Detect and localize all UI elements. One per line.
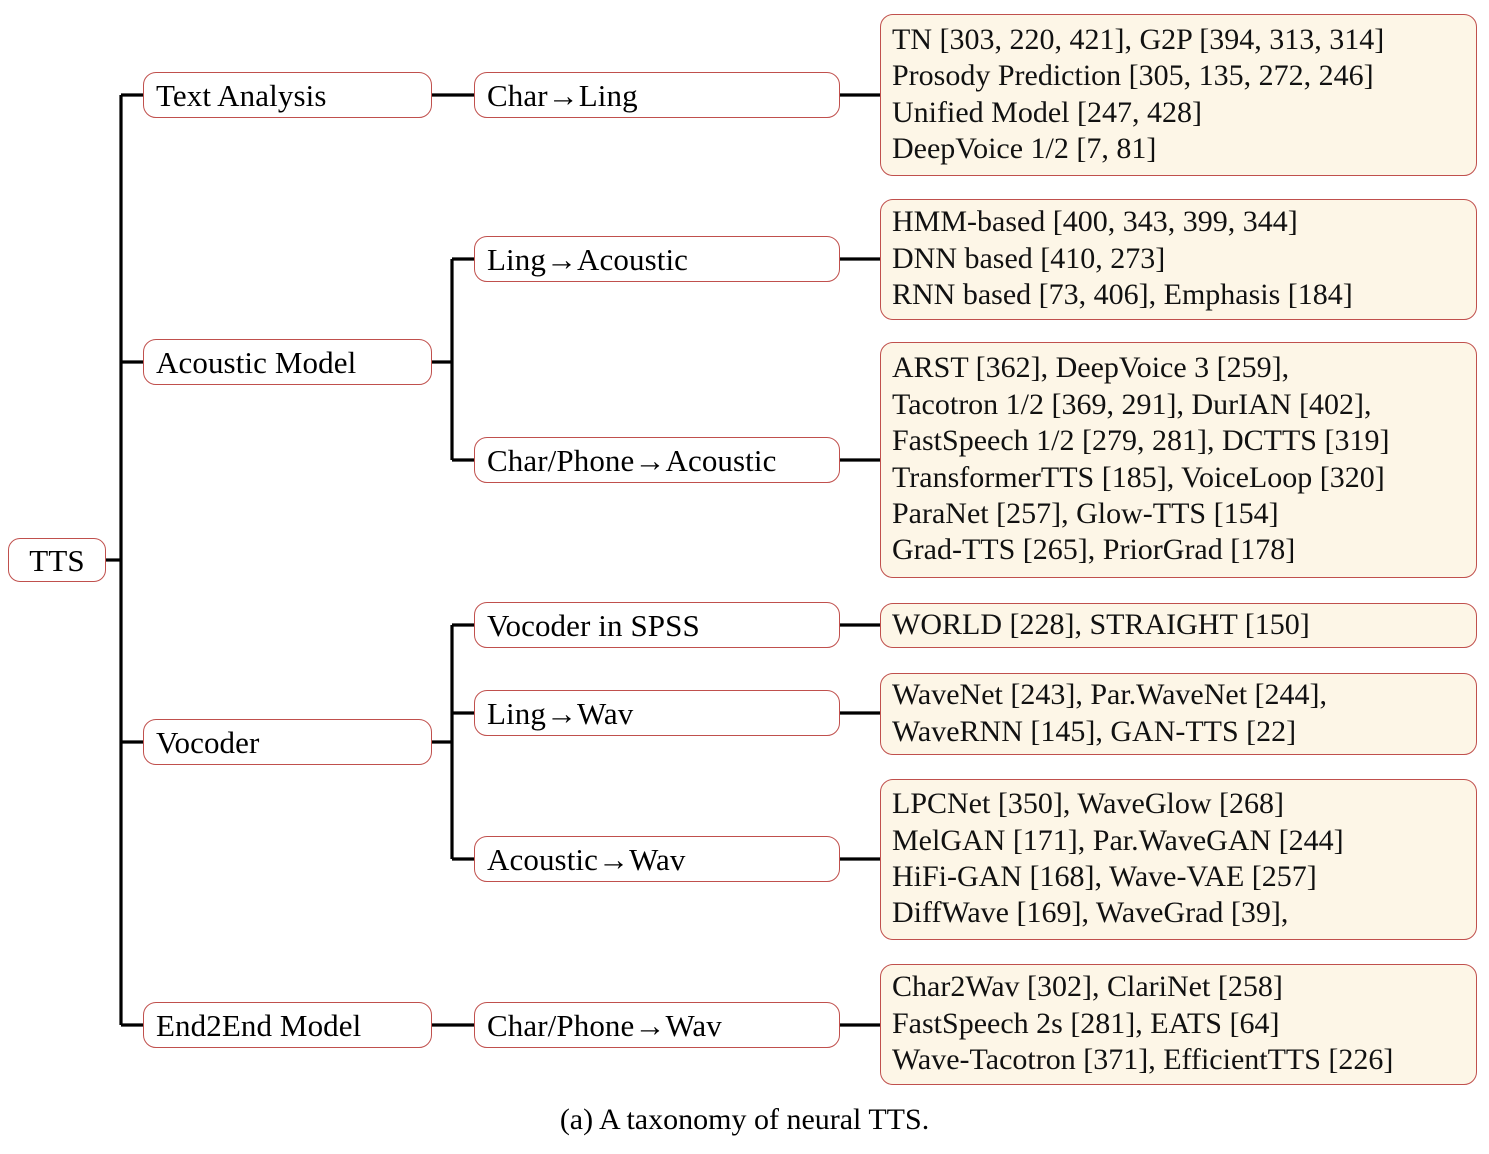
leaf-line: LPCNet [350], WaveGlow [268] <box>892 787 1284 821</box>
leaf-vocoder-in-spss-methods[interactable]: WORLD [228], STRAIGHT [150] <box>880 603 1477 648</box>
node-label: Vocoder in SPSS <box>487 607 700 643</box>
leaf-line: WaveNet [243], Par.WaveNet [244], <box>892 678 1328 712</box>
leaf-char-phone-to-acoustic-methods[interactable]: ARST [362], DeepVoice 3 [259], Tacotron … <box>880 342 1477 578</box>
leaf-acoustic-to-wav-methods[interactable]: LPCNet [350], WaveGlow [268] MelGAN [171… <box>880 779 1477 940</box>
node-label: TTS <box>29 542 85 578</box>
node-vocoder-in-spss[interactable]: Vocoder in SPSS <box>474 602 840 648</box>
leaf-line: Tacotron 1/2 [369, 291], DurIAN [402], <box>892 387 1372 421</box>
node-label: Text Analysis <box>156 77 327 113</box>
leaf-ling-to-wav-methods[interactable]: WaveNet [243], Par.WaveNet [244], WaveRN… <box>880 673 1477 755</box>
leaf-text-analysis-methods[interactable]: TN [303, 220, 421], G2P [394, 313, 314] … <box>880 14 1477 176</box>
leaf-line: TransformerTTS [185], VoiceLoop [320] <box>892 460 1385 494</box>
node-label: Acoustic Model <box>156 344 357 380</box>
leaf-line: ParaNet [257], Glow-TTS [154] <box>892 496 1279 530</box>
node-ling-to-wav[interactable]: Ling→Wav <box>474 690 840 736</box>
node-end2end-model[interactable]: End2End Model <box>143 1002 432 1048</box>
node-label: Ling→Wav <box>487 695 634 731</box>
node-tts-root[interactable]: TTS <box>8 538 106 582</box>
leaf-line: DeepVoice 1/2 [7, 81] <box>892 131 1157 165</box>
node-label: Acoustic→Wav <box>487 841 686 877</box>
node-label: Char/Phone→Wav <box>487 1007 722 1043</box>
figure-caption: (a) A taxonomy of neural TTS. <box>559 1103 930 1136</box>
node-char-phone-to-wav[interactable]: Char/Phone→Wav <box>474 1002 840 1048</box>
leaf-line: FastSpeech 2s [281], EATS [64] <box>892 1006 1280 1040</box>
leaf-line: MelGAN [171], Par.WaveGAN [244] <box>892 823 1344 857</box>
node-acoustic-model[interactable]: Acoustic Model <box>143 339 432 385</box>
leaf-line: WORLD [228], STRAIGHT [150] <box>892 607 1310 641</box>
leaf-line: WaveRNN [145], GAN-TTS [22] <box>892 714 1297 748</box>
node-label: Char/Phone→Acoustic <box>487 442 777 478</box>
leaf-line: TN [303, 220, 421], G2P [394, 313, 314] <box>892 22 1385 56</box>
node-text-analysis[interactable]: Text Analysis <box>143 72 432 118</box>
leaf-line: FastSpeech 1/2 [279, 281], DCTTS [319] <box>892 424 1390 458</box>
leaf-ling-to-acoustic-methods[interactable]: HMM-based [400, 343, 399, 344] DNN based… <box>880 199 1477 320</box>
node-label: Char→Ling <box>487 77 638 113</box>
leaf-line: HiFi-GAN [168], Wave-VAE [257] <box>892 860 1317 893</box>
leaf-line: Unified Model [247, 428] <box>892 95 1202 129</box>
node-ling-to-acoustic[interactable]: Ling→Acoustic <box>474 236 840 282</box>
leaf-char-phone-to-wav-methods[interactable]: Char2Wav [302], ClariNet [258] FastSpeec… <box>880 964 1477 1085</box>
leaf-line: ARST [362], DeepVoice 3 [259], <box>892 351 1290 385</box>
node-label: Ling→Acoustic <box>487 241 689 277</box>
leaf-line: HMM-based [400, 343, 399, 344] <box>892 205 1298 239</box>
leaf-line: RNN based [73, 406], Emphasis [184] <box>892 278 1353 312</box>
leaf-line: DiffWave [169], WaveGrad [39], <box>892 896 1289 930</box>
node-vocoder[interactable]: Vocoder <box>143 719 432 765</box>
node-label: Vocoder <box>156 724 260 760</box>
node-acoustic-to-wav[interactable]: Acoustic→Wav <box>474 836 840 882</box>
node-char-to-ling[interactable]: Char→Ling <box>474 72 840 118</box>
leaf-line: DNN based [410, 273] <box>892 241 1166 275</box>
node-char-phone-to-acoustic[interactable]: Char/Phone→Acoustic <box>474 437 840 483</box>
leaf-line: Grad-TTS [265], PriorGrad [178] <box>892 533 1296 567</box>
leaf-line: Char2Wav [302], ClariNet [258] <box>892 970 1283 1004</box>
node-label: End2End Model <box>156 1007 362 1043</box>
leaf-line: Prosody Prediction [305, 135, 272, 246] <box>892 59 1374 93</box>
leaf-line: Wave-Tacotron [371], EfficientTTS [226] <box>892 1043 1394 1077</box>
